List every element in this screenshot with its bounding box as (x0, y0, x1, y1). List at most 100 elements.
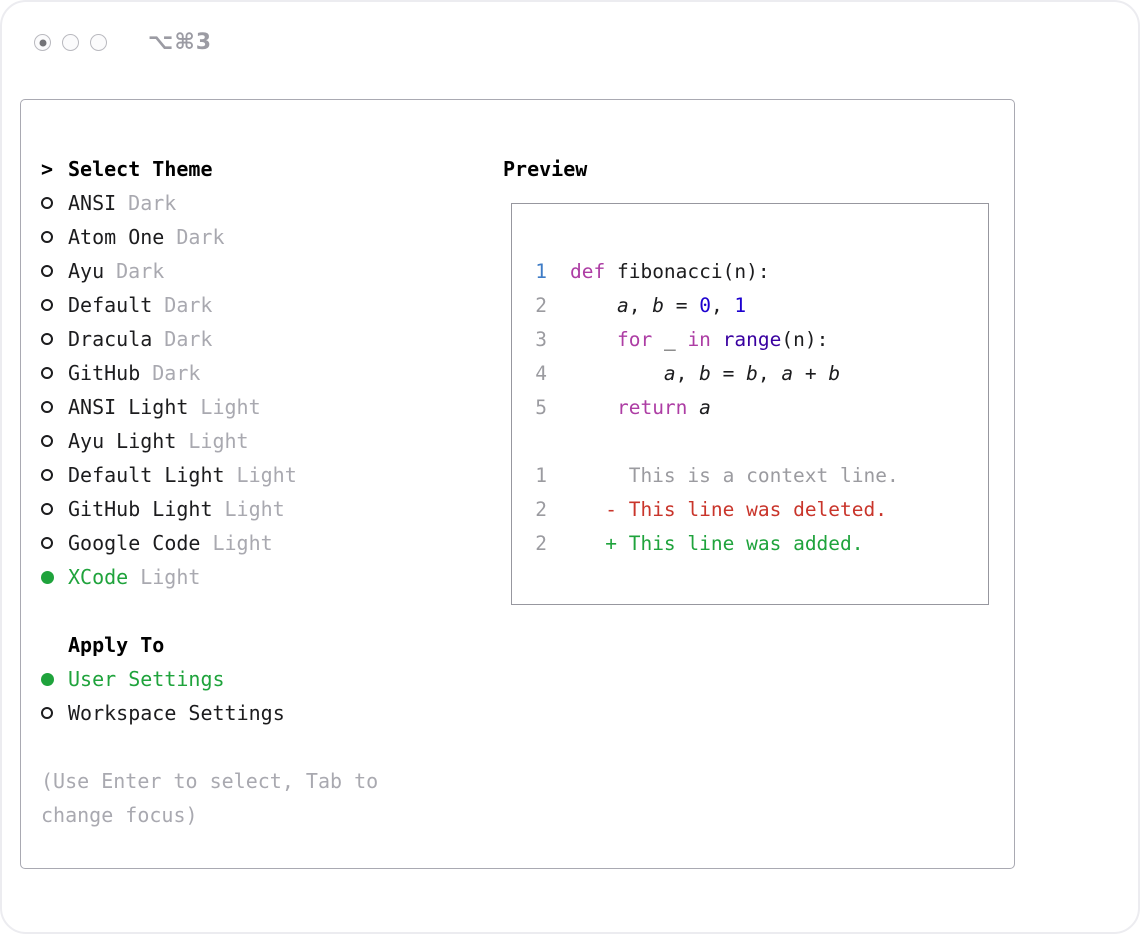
option-label: ANSI (68, 191, 117, 215)
radio-marker (41, 435, 68, 447)
spacer (534, 424, 988, 458)
theme-variant-label: Dark (176, 225, 225, 249)
option-label: ANSI Light (68, 395, 189, 419)
spacer (41, 594, 451, 628)
apply-option-user-settings[interactable]: User Settings (41, 662, 451, 696)
apply-option-workspace-settings[interactable]: Workspace Settings (41, 696, 451, 730)
radio-marker (41, 537, 68, 549)
code-text: a, b = b, a + b (663, 361, 841, 385)
radio-selected-icon (41, 672, 54, 686)
line-number: 2 (535, 293, 547, 317)
line-number: 2 (535, 497, 547, 521)
code-text: def fibonacci(n): (570, 259, 770, 283)
theme-option-default-light[interactable]: Default Light Light (41, 458, 451, 492)
option-label: Workspace Settings (68, 701, 285, 725)
radio-icon (41, 503, 53, 515)
option-label: Dracula (68, 327, 153, 351)
code-text: for _ in range(n): (616, 327, 829, 351)
radio-marker (41, 672, 68, 686)
code-line: 5 return a (534, 390, 988, 424)
theme-option-github-light[interactable]: GitHub Light Light (41, 492, 451, 526)
theme-variant-label: Dark (152, 361, 201, 385)
option-label: GitHub (68, 361, 141, 385)
radio-icon (41, 299, 53, 311)
theme-variant-label: Light (140, 565, 201, 589)
theme-variant-label: Dark (164, 293, 213, 317)
theme-option-atom-one[interactable]: Atom One Dark (41, 220, 451, 254)
apply-to-title: Apply To (68, 633, 165, 657)
radio-marker (41, 367, 68, 379)
traffic-light-zoom-icon[interactable] (90, 34, 107, 51)
code-line: 1 This is a context line. (534, 458, 988, 492)
theme-variant-label: Light (212, 531, 273, 555)
code-text: return a (616, 395, 711, 419)
radio-icon (41, 333, 53, 345)
option-label: XCode (68, 565, 129, 589)
option-label: User Settings (68, 667, 225, 691)
code-text: This is a context line. (570, 463, 899, 487)
hint-text: (Use Enter to select, Tab to change focu… (41, 769, 379, 827)
line-number: 5 (535, 395, 547, 419)
theme-option-default[interactable]: Default Dark (41, 288, 451, 322)
theme-variant-label: Dark (116, 259, 165, 283)
theme-variant-label: Light (236, 463, 297, 487)
traffic-light-close-icon[interactable] (34, 34, 51, 51)
theme-option-google-code[interactable]: Google Code Light (41, 526, 451, 560)
option-label: Google Code (68, 531, 201, 555)
radio-icon (41, 197, 53, 209)
selector-title: Select Theme (68, 157, 213, 181)
code-line: 2 a, b = 0, 1 (534, 288, 988, 322)
option-label: GitHub Light (68, 497, 213, 521)
option-label: Ayu (68, 259, 105, 283)
radio-marker (41, 707, 68, 719)
theme-variant-label: Light (224, 497, 285, 521)
radio-marker (41, 231, 68, 243)
radio-icon (41, 401, 53, 413)
radio-marker (41, 197, 68, 209)
radio-marker (41, 265, 68, 277)
apply-to-title-row: Apply To (41, 628, 451, 662)
radio-marker (41, 469, 68, 481)
selector-title-row: > Select Theme (41, 152, 451, 186)
radio-icon (41, 265, 53, 277)
radio-marker (41, 503, 68, 515)
radio-marker (41, 570, 68, 584)
radio-marker (41, 299, 68, 311)
theme-option-github[interactable]: GitHub Dark (41, 356, 451, 390)
option-label: Atom One (68, 225, 165, 249)
traffic-light-minimize-icon[interactable] (62, 34, 79, 51)
option-label: Ayu Light (68, 429, 177, 453)
code-line: 3 for _ in range(n): (534, 322, 988, 356)
code-text: - This line was deleted. (605, 497, 887, 521)
code-line: 4 a, b = b, a + b (534, 356, 988, 390)
preview-title: Preview (503, 157, 588, 181)
theme-option-ayu[interactable]: Ayu Dark (41, 254, 451, 288)
theme-variant-label: Light (188, 429, 249, 453)
theme-option-ansi-light[interactable]: ANSI Light Light (41, 390, 451, 424)
line-number: 2 (535, 531, 547, 555)
code-line: 2 - This line was deleted. (534, 492, 988, 526)
radio-marker (41, 401, 68, 413)
code-text: a, b = 0, 1 (616, 293, 747, 317)
radio-icon (41, 367, 53, 379)
radio-icon (41, 537, 53, 549)
theme-option-xcode[interactable]: XCode Light (41, 560, 451, 594)
theme-variant-label: Light (200, 395, 261, 419)
radio-icon (41, 435, 53, 447)
spacer (41, 730, 451, 764)
option-label: Default Light (68, 463, 225, 487)
line-number: 4 (535, 361, 547, 385)
option-label: Default (68, 293, 153, 317)
radio-selected-icon (41, 570, 54, 584)
titlebar: ⌥⌘3 (34, 30, 212, 55)
theme-option-ayu-light[interactable]: Ayu Light Light (41, 424, 451, 458)
